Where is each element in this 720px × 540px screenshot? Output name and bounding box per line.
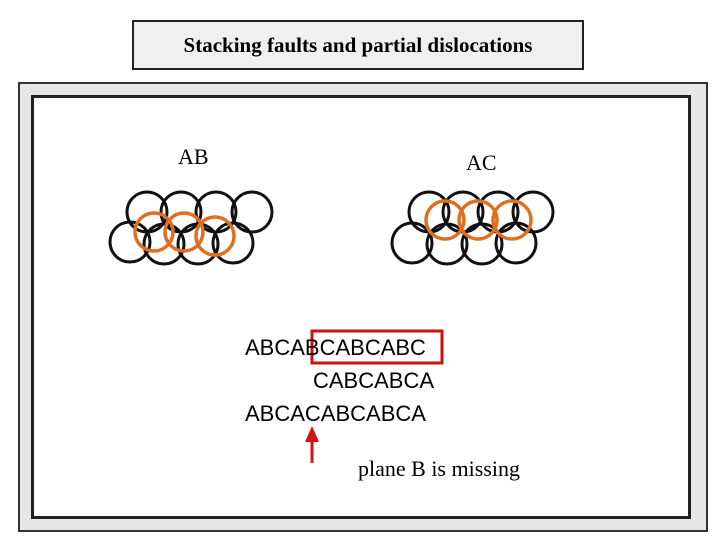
sequence-line-3: ABCACABCABCA: [245, 401, 426, 426]
ac-stacked-layer: [424, 199, 533, 241]
sphere-b: [125, 190, 169, 234]
ab-top-layer: [125, 190, 274, 234]
ab-stacking-label: AB: [178, 144, 209, 169]
stacked-sphere: [133, 211, 175, 253]
stacked-sphere: [424, 199, 466, 241]
ab-stacked-layer: [133, 211, 236, 257]
sequence-highlight-box: [310, 329, 444, 365]
page-title: Stacking faults and partial dislocations: [132, 20, 584, 70]
missing-plane-arrow: [305, 426, 319, 463]
stacked-sphere: [491, 199, 533, 241]
ac-bottom-layer: [390, 221, 538, 266]
sphere-b: [230, 190, 274, 234]
sphere-b: [159, 190, 203, 234]
sphere-b: [194, 190, 238, 234]
stacked-sphere: [194, 215, 236, 257]
slide-frame-inner: [31, 95, 691, 519]
sequence-line-1: ABCABCABCABC: [245, 335, 426, 360]
missing-plane-note: plane B is missing: [358, 456, 520, 481]
stacked-sphere: [163, 211, 205, 253]
stacked-sphere: [457, 199, 499, 241]
ac-stacking-label: AC: [466, 150, 497, 175]
sphere-c: [511, 190, 555, 234]
sequence-line-2: CABCABCA: [313, 368, 435, 393]
